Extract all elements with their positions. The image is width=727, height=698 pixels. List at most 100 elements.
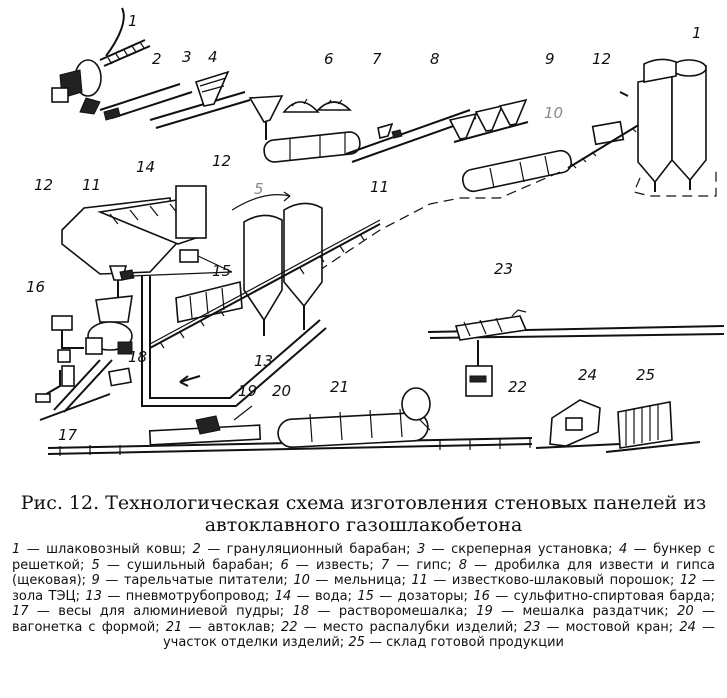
- legend-text: — известь;: [288, 557, 374, 573]
- sulfite-tank: [51, 315, 84, 387]
- callout-23: 23: [494, 260, 513, 278]
- dosers: [129, 249, 233, 277]
- legend-item: 7 — гипс;: [381, 558, 452, 573]
- caption-title-1: Технологическая схема изготовления стено…: [105, 492, 707, 514]
- legend-number: 5: [91, 557, 100, 573]
- legend-item: 25 — склад готовой продукции: [348, 635, 564, 650]
- mixer-distributor: [148, 405, 262, 446]
- legend-number: 2: [192, 542, 201, 557]
- legend-item: 13 — пневмотрубопровод;: [85, 589, 269, 604]
- legend-number: 9: [91, 573, 100, 588]
- figure-legend: 1 — шлаковозный ковш; 2 — грануляционный…: [12, 542, 715, 651]
- legend-number: 4: [618, 542, 628, 557]
- lime-gypsum-piles: [282, 98, 352, 113]
- legend-text: — дозаторы;: [373, 588, 468, 604]
- legend-number: 14: [274, 588, 292, 604]
- caption-line-1: Рис. 12. Технологическая схема изготовле…: [12, 492, 715, 514]
- callout-22: 22: [508, 378, 527, 396]
- bottom-rail-line: [47, 437, 533, 456]
- granulation-drum: [99, 83, 193, 121]
- mixing-bunkers: [61, 185, 207, 300]
- mortar-mixer: [85, 295, 133, 355]
- legend-text: — мешалка раздатчик;: [492, 604, 669, 619]
- legend-number: 20: [677, 604, 694, 619]
- legend-text: — участок отделки изделий;: [162, 619, 716, 651]
- callout-25: 25: [636, 366, 655, 384]
- callout-19: 19: [238, 382, 257, 400]
- legend-number: 1: [12, 542, 21, 557]
- legend-item: 10 — мельница;: [293, 573, 406, 588]
- rail-wagon: [149, 219, 381, 349]
- legend-number: 3: [416, 542, 426, 557]
- callout-18: 18: [128, 348, 147, 366]
- legend-item: 24 — участок отделки изделий;: [163, 620, 715, 651]
- figure-caption: Рис. 12. Технологическая схема изготовле…: [12, 492, 715, 536]
- legend-item: 18 — растворомешалка;: [293, 604, 468, 619]
- figure-number: Рис. 12.: [20, 492, 100, 514]
- legend-item: 12 — зола ТЭЦ;: [12, 573, 715, 604]
- callout-11: 11: [370, 178, 389, 196]
- callout-11: 11: [82, 176, 101, 194]
- ash-box: [567, 117, 651, 169]
- legend-number: 22: [281, 619, 298, 635]
- legend-number: 19: [476, 604, 493, 619]
- callout-15: 15: [212, 262, 231, 280]
- legend-item: 17 — весы для алюминиевой пудры;: [12, 604, 284, 619]
- legend-item: 8 — дробилка для извести и гипса (щекова…: [12, 558, 715, 589]
- legend-item: 3 — скреперная установка;: [417, 542, 613, 557]
- legend-number: 15: [357, 588, 374, 604]
- legend-number: 8: [458, 557, 468, 573]
- legend-number: 23: [523, 619, 541, 635]
- legend-text: — скреперная установка;: [425, 542, 613, 557]
- legend-number: 11: [411, 573, 428, 588]
- legend-item: 1 — шлаковозный ковш;: [12, 542, 186, 557]
- legend-number: 17: [12, 604, 29, 619]
- legend-text: — мостовой кран;: [540, 619, 674, 635]
- callout-1: 1: [128, 12, 138, 30]
- silos-top: [619, 58, 707, 192]
- legend-item: 4 — бункер с решеткой;: [12, 542, 715, 573]
- callout-4: 4: [208, 48, 218, 66]
- slag-ladle: [51, 7, 151, 115]
- legend-text: — сушильный барабан;: [99, 557, 274, 573]
- legend-item: 16 — сульфитно-спиртовая барда;: [473, 589, 715, 604]
- legend-number: 7: [380, 557, 390, 573]
- callout-5: 5: [254, 180, 264, 198]
- callout-6: 6: [324, 50, 334, 68]
- callout-14: 14: [136, 158, 155, 176]
- legend-item: 20 — вагонетка с формой;: [12, 604, 715, 635]
- legend-text: — бункер с решеткой;: [12, 542, 716, 573]
- legend-item: 19 — мешалка раздатчик;: [476, 604, 669, 619]
- callout-17: 17: [58, 426, 78, 444]
- legend-item: 9 — тарельчатые питатели;: [92, 573, 288, 588]
- aluminium-scales: [35, 370, 111, 421]
- legend-text: — гипс;: [389, 557, 452, 573]
- legend-text: — весы для алюминиевой пудры;: [28, 604, 285, 619]
- legend-text: — зола ТЭЦ;: [12, 573, 715, 604]
- callout-21: 21: [330, 378, 349, 396]
- callout-9: 9: [545, 50, 555, 68]
- legend-text: — место распалубки изделий;: [297, 619, 518, 635]
- warehouse: [605, 401, 701, 453]
- legend-text: — растворомешалка;: [309, 604, 468, 619]
- legend-item: 11 — известково-шлаковый порошок;: [411, 573, 674, 588]
- legend-text: — мельница;: [309, 573, 406, 588]
- legend-text: — дробилка для извести и гипса (щековая)…: [12, 557, 715, 589]
- legend-text: — известково-шлаковый порошок;: [427, 573, 675, 588]
- legend-text: — автоклав;: [182, 619, 275, 635]
- legend-item: 14 — вода;: [275, 589, 352, 604]
- legend-text: — вода;: [291, 588, 352, 604]
- callout-1: 1: [692, 24, 702, 42]
- legend-number: 13: [85, 588, 102, 604]
- legend-text: — грануляционный барабан;: [200, 542, 411, 557]
- legend-text: — склад готовой продукции: [364, 635, 565, 650]
- legend-text: — тарельчатые питатели;: [99, 573, 288, 588]
- legend-item: 6 — известь;: [281, 558, 374, 573]
- legend-item: 22 — место распалубки изделий;: [281, 620, 518, 635]
- legend-text: — вагонетка с формой;: [12, 604, 716, 635]
- legend-number: 21: [165, 619, 183, 635]
- callout-13: 13: [254, 352, 273, 370]
- legend-item: 5 — сушильный барабан;: [91, 558, 273, 573]
- legend-item: 23 — мостовой кран;: [524, 620, 673, 635]
- autoclave: [277, 387, 431, 448]
